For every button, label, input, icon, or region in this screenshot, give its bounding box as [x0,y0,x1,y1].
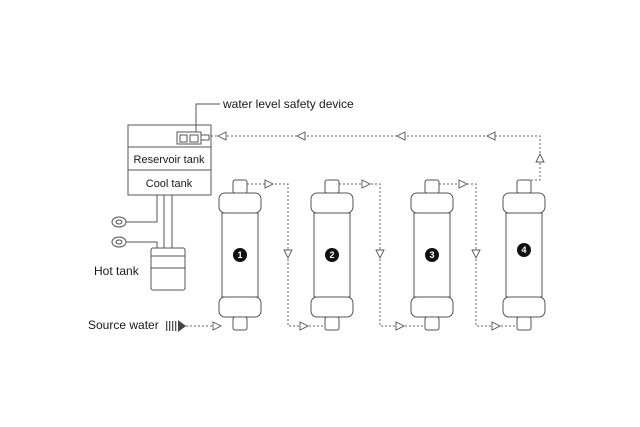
filter-4-number: 4 [521,245,526,255]
flow-arrow-icon [485,131,496,141]
flow-arrow-icon [375,249,385,260]
tank-unit: Reservoir tank Cool tank water level saf… [127,97,354,196]
source-water-arrow-icon [166,320,186,332]
filter-2-number: 2 [329,250,334,260]
flow-arrow-icon [361,179,372,189]
filter-1-badge [233,248,247,262]
hot-tank-label: Hot tank [94,264,140,278]
filter-1: 1 [218,179,262,331]
pipe-filter4-to-reservoir [211,135,541,181]
flow-arrow-icon [535,152,545,163]
cold-tap-icon [111,216,130,228]
filter-4: 4 [502,179,546,331]
source-water-label: Source water [88,318,159,332]
inlet-arrow-icon [212,321,223,331]
hot-tank: Hot tank [94,247,186,291]
filter-2-badge [325,248,339,262]
filter-3-badge [425,248,439,262]
reservoir-tank-label: Reservoir tank [134,154,205,166]
filter-2: 2 [310,179,354,331]
flow-arrow-icon [395,131,406,141]
device-leader-line [195,103,220,132]
flow-arrow-icon [395,321,406,331]
filter-1-number: 1 [237,250,242,260]
flow-arrow-icon [283,249,293,260]
water-level-device-label: water level safety device [222,97,354,111]
flow-arrow-icon [216,131,227,141]
water-level-safety-device [176,131,210,145]
flow-arrow-icon [458,179,469,189]
filter-3-number: 3 [429,250,434,260]
flow-arrow-icon [295,131,306,141]
hot-tap-icon [111,236,130,248]
flow-arrow-icon [264,179,275,189]
hot-tank-body [150,247,186,291]
filter-4-badge [517,243,531,257]
cool-tank-label: Cool tank [146,178,193,190]
flow-arrow-icon [299,321,310,331]
flow-arrow-icon [471,249,481,260]
hot-tap-pipe [128,241,158,248]
filter-3: 3 [410,179,454,331]
cool-tap-pipe [128,195,158,223]
flow-arrow-icon [491,321,502,331]
